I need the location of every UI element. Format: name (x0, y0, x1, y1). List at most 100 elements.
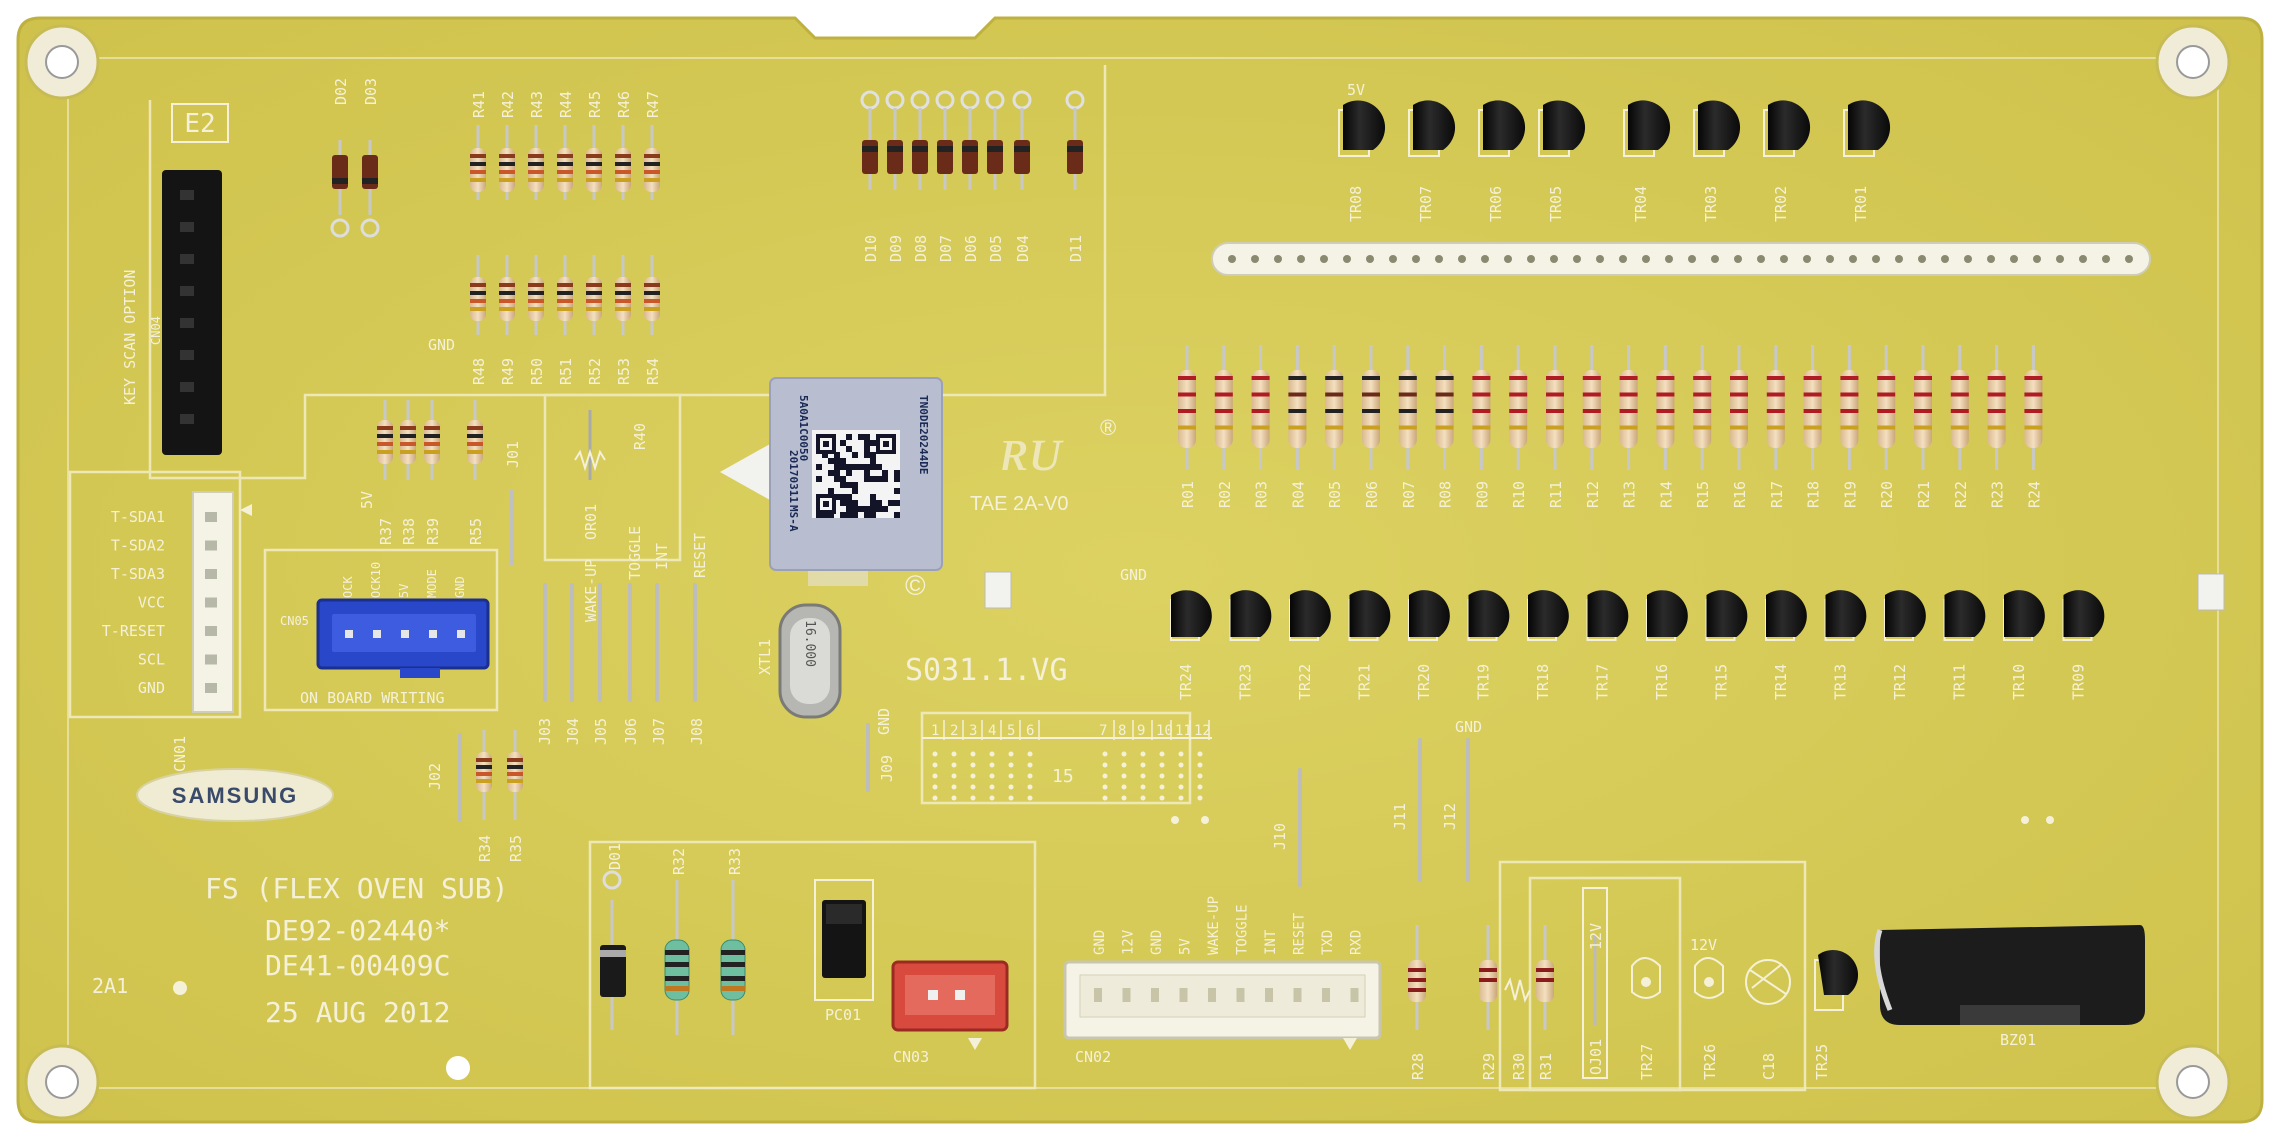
svg-text:20170311: 20170311 (787, 450, 800, 503)
r06-label: R06 (1363, 481, 1381, 508)
transistor-tr12 (1884, 590, 1926, 641)
pc01-optocoupler: PC01 (814, 879, 874, 1024)
tr07-label: TR07 (1417, 186, 1435, 222)
svg-text:®: ® (1100, 415, 1116, 440)
option-col-10: 10 (1156, 723, 1173, 739)
r20-label: R20 (1878, 481, 1896, 508)
diode-d07 (935, 90, 955, 190)
svg-text:16.000: 16.000 (802, 620, 817, 667)
resistor-r47 (644, 125, 660, 200)
resistor-r18 (1803, 345, 1822, 470)
r35-label: R35 (507, 835, 525, 862)
tr22-label: TR22 (1296, 664, 1314, 700)
d02-label: D02 (332, 78, 350, 105)
svg-text:25 AUG 2012: 25 AUG 2012 (265, 996, 450, 1029)
j07-label: J07 (650, 718, 668, 745)
option-col-6: 6 (1026, 723, 1034, 739)
r39-label: R39 (424, 518, 442, 545)
cn03-connector: CN03 (891, 960, 1009, 1066)
option-col-12: 12 (1194, 723, 1211, 739)
option-middle-label: 15 (1052, 766, 1074, 787)
option-col-4: 4 (988, 723, 996, 739)
cn02-pin-10-label: RXD (1349, 930, 1365, 955)
resistor-r06 (1362, 345, 1380, 470)
cn05-connector: CN05 ON BOARD WRITING (280, 598, 490, 707)
resistor-r34 (476, 730, 492, 820)
d03-label: D03 (362, 78, 380, 105)
r24-label: R24 (2025, 481, 2043, 508)
cn01-pin-7-label: GND (138, 679, 165, 697)
svg-text:SAMSUNG: SAMSUNG (172, 783, 298, 808)
bz01-buzzer: BZ01 (1874, 925, 2145, 1049)
transistor-tr08 (1338, 100, 1386, 157)
svg-text:RESET: RESET (691, 533, 709, 578)
gnd-label-tr: GND (1120, 566, 1147, 584)
j10-label: J10 (1271, 823, 1289, 850)
svg-text:12V: 12V (1587, 923, 1605, 950)
r01-label: R01 (1179, 481, 1197, 508)
r48-label: R48 (470, 358, 488, 385)
svg-text:R28: R28 (1409, 1053, 1427, 1080)
resistor-r19 (1840, 345, 1859, 470)
tr12-label: TR12 (1891, 664, 1909, 700)
transistor-tr24 (1170, 590, 1212, 641)
transistor-tr01 (1843, 100, 1891, 157)
cn01-pin (205, 626, 217, 636)
diode-d08 (910, 90, 930, 190)
svg-text:2A1: 2A1 (92, 974, 128, 998)
r21-label: R21 (1915, 481, 1933, 508)
r13-label: R13 (1621, 481, 1639, 508)
diode-d04 (1012, 90, 1032, 190)
option-col-8: 8 (1118, 723, 1126, 739)
cn01-pin (205, 597, 217, 608)
svg-text:CN02: CN02 (1075, 1048, 1111, 1066)
transistor-tr09 (2062, 590, 2105, 641)
d09-label: D09 (887, 235, 905, 262)
cn05-ref: CN05 (280, 614, 309, 628)
resistor-r20 (1877, 345, 1896, 470)
svg-text:©: © (905, 570, 926, 601)
resistor-r48 (470, 255, 486, 335)
resistor-r23 (1987, 345, 2006, 470)
crystal-xtl1: 16.000 XTL1 (756, 603, 842, 719)
r16-label: R16 (1731, 481, 1749, 508)
option-col-2: 2 (950, 723, 958, 739)
resistor-r49 (499, 255, 515, 335)
cn01-pin-3-label: T-SDA3 (111, 565, 165, 583)
cn02-pin-4-label: 5V (1178, 938, 1194, 955)
qr-sticker: 5A0A1C0050 TN0DE20244DE 20170311 MS-A (720, 377, 943, 571)
d04-label: D04 (1014, 235, 1032, 262)
resistor-group-r34-r35: R34 R35 (476, 730, 525, 862)
r18-label: R18 (1805, 481, 1823, 508)
svg-text:C18: C18 (1760, 1053, 1778, 1080)
resistor-r42 (499, 125, 515, 200)
cn05-pin-2-label: OCK10 (369, 562, 383, 598)
firmware-mark: S031.1.VG (905, 653, 1068, 688)
resistor-r16 (1730, 345, 1748, 470)
r51-label: R51 (557, 358, 575, 385)
r04-label: R04 (1289, 481, 1307, 508)
edge-pad (984, 571, 1012, 609)
tr19-label: TR19 (1475, 664, 1493, 700)
resistor-r39 (424, 400, 440, 480)
option-col-5: 5 (1007, 723, 1015, 739)
tr21-label: TR21 (1356, 664, 1374, 700)
r22-label: R22 (1952, 481, 1970, 508)
cn02-pin-8-label: RESET (1292, 912, 1308, 955)
j04-label: J04 (564, 718, 582, 745)
r54-label: R54 (644, 358, 662, 385)
transistor-tr05 (1538, 100, 1586, 157)
svg-text:R31: R31 (1537, 1053, 1555, 1080)
tr20-label: TR20 (1415, 664, 1433, 700)
transistor-tr14 (1765, 590, 1807, 641)
r34-label: R34 (476, 835, 494, 862)
tr18-label: TR18 (1534, 664, 1552, 700)
edge-pad (2197, 573, 2225, 611)
samsung-logo: SAMSUNG (136, 768, 334, 822)
resistor-r04 (1288, 345, 1307, 470)
resistor-r12 (1582, 345, 1601, 470)
